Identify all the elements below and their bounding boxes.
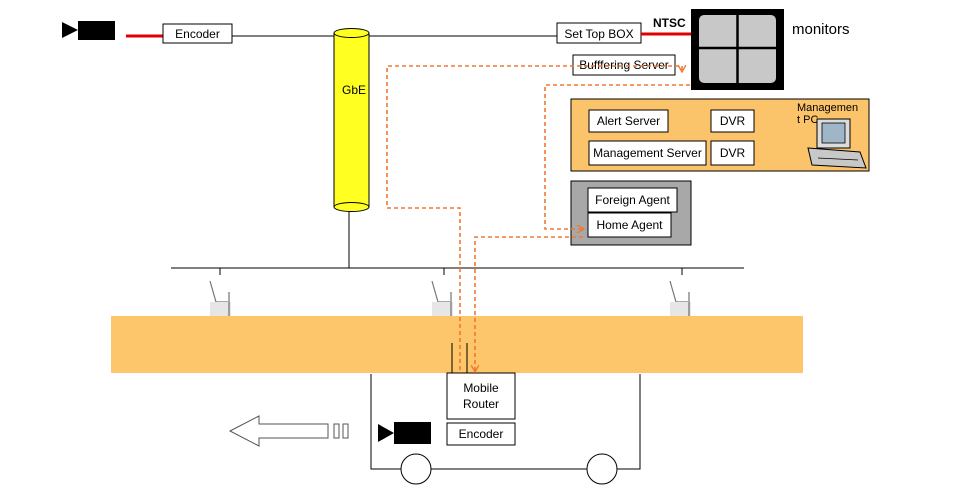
encoder-vehicle-label: Encoder	[459, 427, 504, 441]
dvr-box-2	[710, 140, 755, 166]
camera-icon	[62, 21, 115, 40]
encoder-top-label: Encoder	[175, 27, 220, 41]
camera-icon	[378, 422, 431, 444]
set-top-box: Set Top BOX	[556, 22, 642, 44]
coverage-band	[111, 316, 803, 373]
dvr-label-1: DVR	[720, 114, 746, 128]
stream-path-to-buffering	[386, 66, 682, 370]
monitors-label: monitors	[792, 21, 850, 38]
arrow-left-icon	[228, 415, 349, 447]
ntsc-label: NTSC	[653, 16, 686, 30]
monitor-icon	[691, 9, 784, 90]
dvr-label-2: DVR	[720, 146, 746, 160]
wheel-icon	[586, 453, 618, 485]
home-agent-label: Home Agent	[596, 218, 663, 232]
gbe-switch: GbE	[333, 28, 370, 212]
agents-panel: Foreign Agent Home Agent	[570, 180, 692, 246]
management-server-label: Management Server	[593, 146, 702, 160]
alert-server-label: Alert Server	[597, 114, 660, 128]
buffering-server-label: Bufffering Server	[579, 58, 669, 72]
mobile-router-box: Mobile Router	[446, 372, 516, 420]
pc-icon	[807, 118, 867, 169]
encoder-vehicle-box: Encoder	[446, 422, 516, 446]
access-point-3	[669, 268, 691, 316]
set-top-box-label: Set Top BOX	[564, 27, 633, 41]
mobile-router-label-2: Router	[463, 397, 499, 411]
management-pc-label-1: Managemen	[797, 102, 858, 114]
foreign-agent-label: Foreign Agent	[595, 193, 670, 207]
mobile-router-label-1: Mobile	[463, 381, 499, 395]
foreign-agent-box	[587, 187, 678, 213]
home-agent-box	[587, 212, 672, 238]
management-pc-label-2: t PC	[797, 114, 818, 126]
access-point-2	[431, 268, 453, 316]
vehicle	[370, 374, 641, 485]
wheel-icon	[400, 453, 432, 485]
alert-server-box	[588, 109, 669, 133]
access-point-1	[209, 268, 231, 316]
stream-path-to-mobile-router	[475, 236, 583, 371]
management-panel: Alert Server DVR Management Server DVR M…	[570, 98, 870, 172]
management-server-box	[588, 140, 707, 166]
gbe-label: GbE	[342, 83, 366, 97]
dvr-box-1	[710, 109, 755, 133]
encoder-top-box: Encoder	[162, 23, 233, 44]
buffering-server-box: Bufffering Server	[572, 54, 676, 76]
stream-path-to-home-agent	[544, 84, 690, 229]
